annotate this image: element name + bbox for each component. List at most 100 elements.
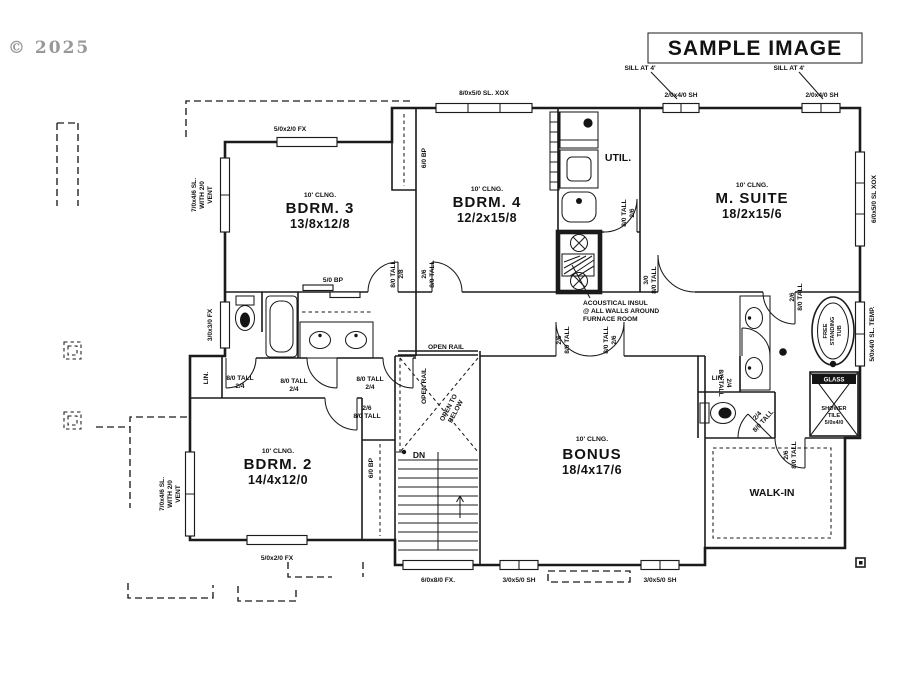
door-label: 2/6 xyxy=(789,292,796,301)
door-label: 8/0 TALL xyxy=(797,283,804,310)
lin2-name: LIN. xyxy=(712,375,725,382)
sample-banner-text: SAMPLE IMAGE xyxy=(668,37,842,60)
dryer xyxy=(559,149,599,189)
deck-outline-dashed xyxy=(547,570,631,583)
msuite-ceiling: 10' CLNG. xyxy=(736,182,768,189)
util-name: UTIL. xyxy=(605,152,631,164)
window-label: 5/0x2/0 FX xyxy=(261,555,294,562)
sill-note: SILL AT 4' xyxy=(773,65,805,72)
door-label: 8/0 TALL xyxy=(603,326,610,353)
washer xyxy=(559,111,599,149)
tub-label: FREE xyxy=(823,323,829,338)
stairs-dn-label: DN xyxy=(413,450,425,460)
annotations: ACOUSTICAL INSUL @ ALL WALLS AROUND FURN… xyxy=(413,300,847,460)
door-label: 6/0 BP xyxy=(368,457,375,478)
bdrm3-size: 13/8x12/8 xyxy=(290,217,350,231)
window-label: 3/0x3/0 FX xyxy=(207,308,214,341)
window-label: VENT xyxy=(207,186,214,204)
room-labels: 10' CLNG. BDRM. 3 13/8x12/8 10' CLNG. BD… xyxy=(203,152,794,499)
bonus-ceiling: 10' CLNG. xyxy=(576,436,608,443)
door-label: 8/0 TALL xyxy=(353,413,380,420)
glass-label: GLASS xyxy=(824,378,845,384)
door-label: 5/0 BP xyxy=(323,277,344,284)
vanity xyxy=(739,295,771,391)
window-label: 7/0x4/6 SL. xyxy=(191,178,198,212)
furnace-room-wall xyxy=(555,229,603,295)
shower-glass-panel xyxy=(812,373,856,384)
toilet xyxy=(234,304,256,332)
door-label: 8/0 TALL xyxy=(390,260,397,287)
door-swings xyxy=(225,198,806,469)
acoustical-note: FURNACE ROOM xyxy=(583,316,638,323)
bdrm3-name: BDRM. 3 xyxy=(286,200,355,217)
window-label: 5/0x2/0 FX xyxy=(274,126,307,133)
door-label: 3/0 xyxy=(643,275,650,284)
toilet xyxy=(709,401,737,425)
sink xyxy=(744,356,764,380)
toilet-tank xyxy=(235,295,255,306)
window-label: 6/0x8/0 FX. xyxy=(421,577,455,584)
window-label: VENT xyxy=(175,485,182,503)
copyright-watermark: © 2025 xyxy=(8,38,90,58)
stair-dn-marker xyxy=(401,449,407,455)
window-label: 2/0x4/0 SH xyxy=(665,92,698,99)
door-label: 8/0 TALL xyxy=(791,441,798,468)
window-labels: 8/0x5/0 SL. XOX 5/0x2/0 FX 2/0x4/0 SH 2/… xyxy=(159,65,878,584)
shower xyxy=(809,371,859,437)
roof-overhang-dashed xyxy=(56,100,412,602)
leader-lines xyxy=(571,71,824,299)
door-label: 2/4 xyxy=(365,384,374,391)
window-label: WITH 2/0 xyxy=(167,480,174,508)
sill-note: SILL AT 4' xyxy=(624,65,656,72)
post-outline xyxy=(67,345,78,356)
staircase xyxy=(396,357,479,551)
toilet-tank xyxy=(699,402,710,424)
post-center xyxy=(859,561,863,565)
tub-label: TUB xyxy=(837,325,843,337)
window-label: WITH 2/0 xyxy=(199,181,206,209)
bdrm2-size: 14/4x12/0 xyxy=(248,473,308,487)
shower-label: TILE xyxy=(828,413,840,419)
door-label: 8/0 TALL xyxy=(280,378,307,385)
door-label: 2/4 xyxy=(235,383,244,390)
window-label: 3/0x5/0 SH xyxy=(503,577,536,584)
window-label: 2/0x4/0 SH xyxy=(806,92,839,99)
door-label: 6/0 BP xyxy=(421,147,428,168)
door-label: 8/0 TALL xyxy=(717,369,724,396)
bdrm2-name: BDRM. 2 xyxy=(244,456,313,473)
bdrm2-ceiling: 10' CLNG. xyxy=(262,448,294,455)
window-label: 6/0x5/0 SL XOX xyxy=(871,174,878,222)
interior-walls xyxy=(190,108,860,565)
utility-sink xyxy=(561,191,597,223)
door-label: 8/0 TALL xyxy=(226,375,253,382)
door-label: 2/6 xyxy=(421,269,428,278)
walkin-name: WALK-IN xyxy=(750,487,795,499)
bdrm4-ceiling: 10' CLNG. xyxy=(471,186,503,193)
window-label: 5/0x4/0 SL. TEMP. xyxy=(869,306,876,361)
sink xyxy=(308,330,332,350)
door-label: 2/6 xyxy=(629,208,636,217)
acoustical-note: ACOUSTICAL INSUL xyxy=(583,300,648,307)
shower-label: SHOWER xyxy=(821,406,846,412)
door-label: 2/6 xyxy=(362,405,371,412)
door-label: 2/8 xyxy=(398,269,405,278)
open-rail-label: OPEN RAIL xyxy=(421,368,428,404)
walkin-shelving-dashed xyxy=(712,447,832,539)
window-label: 8/0x5/0 SL. XOX xyxy=(459,90,509,97)
tub-label: STANDING xyxy=(830,317,836,346)
bdrm4-name: BDRM. 4 xyxy=(453,194,522,211)
sample-banner-highlight xyxy=(647,32,863,64)
door-label: 8/0 TALL xyxy=(621,199,628,226)
window-label: 3/0x5/0 SH xyxy=(644,577,677,584)
bonus-name: BONUS xyxy=(562,446,621,463)
door-label: 8/0 TALL xyxy=(564,326,571,353)
closet-rod xyxy=(379,114,405,536)
door-label: 2/6 xyxy=(783,450,790,459)
door-label: 2/6 xyxy=(556,335,563,344)
door-label: 2/4 xyxy=(752,410,764,422)
bonus-size: 18/4x17/6 xyxy=(562,463,622,477)
post-outline xyxy=(63,341,82,360)
open-rail-label: OPEN RAIL xyxy=(428,344,464,351)
